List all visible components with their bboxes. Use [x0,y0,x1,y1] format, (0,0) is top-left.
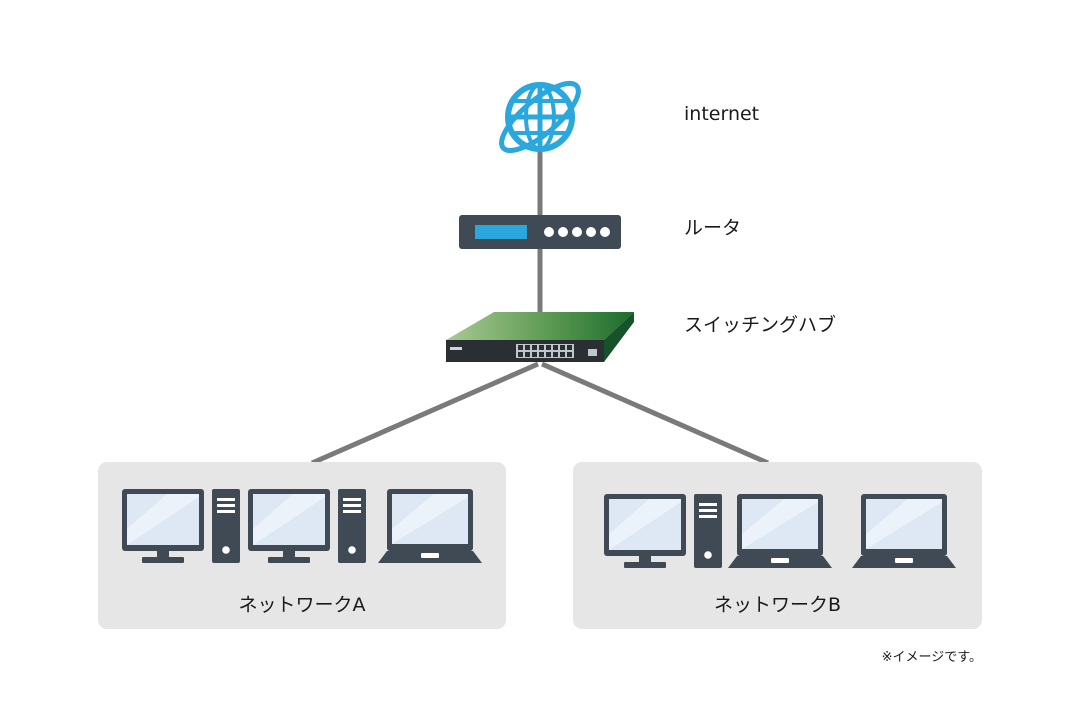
image-note: ※イメージです。 [881,650,982,665]
cable-switch-network-b [540,361,770,466]
internet-label: internet [684,103,760,125]
router-icon [459,215,621,249]
laptop-icon [378,489,482,563]
laptop-icon [728,494,832,568]
cable-switch-network-a [310,361,540,466]
network-a-label: ネットワークA [238,594,366,616]
network-b-label: ネットワークB [713,594,842,616]
network-b-group [573,462,982,629]
switching-hub-label: スイッチングハブ [684,314,837,336]
network-a-group [98,462,506,629]
cables [310,152,770,466]
router-label: ルータ [684,217,742,239]
globe-icon [499,81,581,153]
laptop-icon [852,494,956,568]
switching-hub-icon [446,312,634,362]
